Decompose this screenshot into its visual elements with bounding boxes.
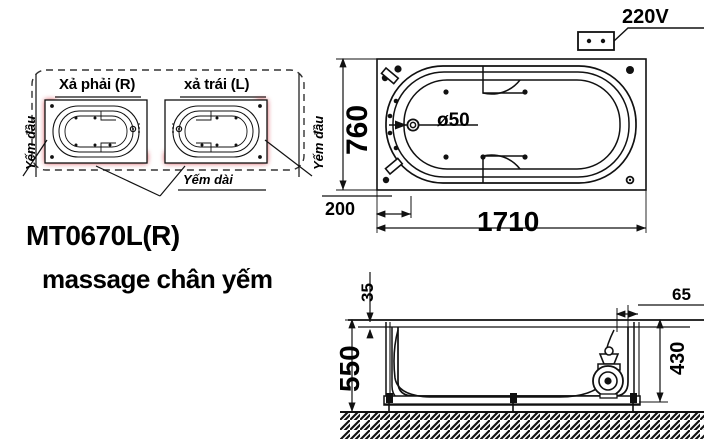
apron-long-label: Yếm dài [183,172,233,187]
pump-icon [592,346,624,399]
dimension-height-760: 760 [341,104,374,155]
dim-65-group [615,304,704,332]
dimension-rim-35: 35 [358,283,377,302]
socket-icon [577,31,615,51]
dimension-edge-65: 65 [672,285,691,304]
variant-panel-group [22,69,313,197]
page-subtitle: massage chân yếm [42,264,273,294]
dimension-drain-d50: ø50 [437,110,470,131]
leader-apron-head-left [22,74,48,177]
apron-head-right-label: Yếm đầu [311,115,326,170]
hose-line [393,329,613,398]
section-view-group [340,272,704,439]
apron-head-left-label: Yếm đầu [23,115,38,170]
dimension-pump-height-430: 430 [667,341,689,375]
hatched-floor-icon [340,413,704,439]
variant-tub-right [44,99,148,164]
leader-220v [613,27,704,42]
page-title: MT0670L(R) [26,220,180,251]
dim-430-group [639,318,668,403]
dimension-offset-200: 200 [325,199,356,219]
dim-760-group [336,57,377,191]
tub-profile-outer [391,327,616,403]
dim-550-group [345,318,386,412]
variant-panel-border [31,69,305,171]
dimension-total-height-550: 550 [334,345,365,392]
plan-view-group [322,27,704,233]
dim-200-group [322,195,412,218]
faucet-icon [380,66,404,176]
leader-apron-head-right [264,74,313,177]
variant-tub-left [164,99,268,164]
variant-option-right-label: Xả phải (R) [59,76,136,93]
variant-option-left-label: xả trái (L) [184,76,250,93]
leader-apron-long [95,165,266,197]
dimension-width-1710: 1710 [477,206,540,237]
power-supply-label: 220V [622,6,669,28]
drain-symbol [389,118,420,132]
